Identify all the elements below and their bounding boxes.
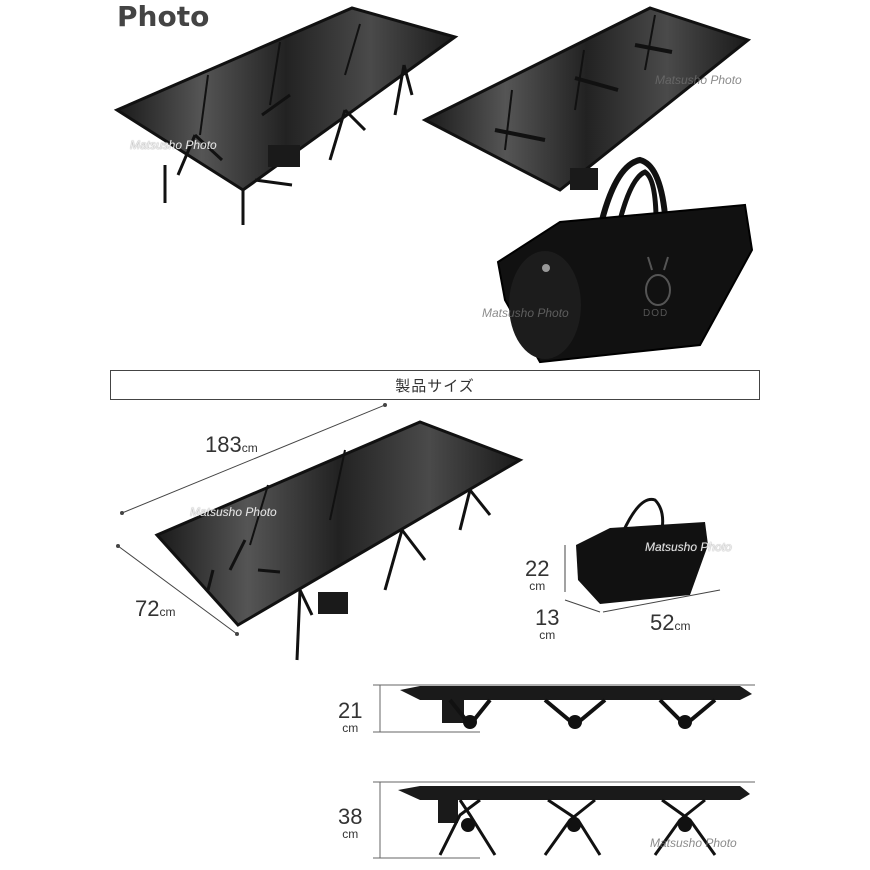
- watermark-3: Matsusho Photo: [482, 306, 569, 320]
- cot-photo-standing: [113, 6, 459, 225]
- dim-bag-depth-value: 13: [535, 605, 560, 630]
- dim-width-value: 72: [135, 596, 160, 621]
- section-header: 製品サイズ: [110, 370, 760, 400]
- dim-high-height-value: 38: [338, 804, 363, 829]
- page-title: Photo: [117, 0, 210, 33]
- cot-side-view-high: [373, 781, 755, 859]
- watermark-2: Matsusho Photo: [655, 73, 742, 87]
- watermark-5: Matsusho Photo: [645, 540, 732, 554]
- cot-side-view-low: [373, 684, 755, 733]
- dim-length: 183cm: [205, 434, 258, 456]
- dim-bag-depth-unit: cm: [539, 628, 556, 642]
- dim-width-unit: cm: [159, 605, 176, 619]
- dim-bag-height-value: 22: [525, 556, 550, 581]
- bag-photo: [496, 156, 754, 364]
- dim-low-height: 21 cm: [338, 698, 363, 735]
- dim-bag-height-unit: cm: [529, 579, 546, 593]
- watermark-1: Matsusho Photo: [130, 138, 217, 152]
- dim-bag-width-unit: cm: [674, 619, 691, 633]
- watermark-6: Matsusho Photo: [650, 836, 737, 850]
- dim-bag-depth: 13 cm: [535, 605, 560, 642]
- dim-width: 72cm: [135, 598, 175, 620]
- dim-bag-width: 52cm: [650, 612, 690, 634]
- bag-dimension-diagram: [564, 497, 721, 613]
- cot-photo-flat: [421, 6, 752, 192]
- dim-length-value: 183: [205, 432, 242, 457]
- dim-low-height-value: 21: [338, 698, 363, 723]
- dod-logo: [645, 256, 671, 306]
- dim-length-unit: cm: [241, 441, 258, 455]
- dim-high-height: 38 cm: [338, 804, 363, 841]
- dim-high-height-unit: cm: [342, 827, 359, 841]
- dim-bag-width-value: 52: [650, 610, 675, 635]
- dim-low-height-unit: cm: [342, 721, 359, 735]
- dim-bag-height: 22 cm: [525, 556, 550, 593]
- watermark-4: Matsusho Photo: [190, 505, 277, 519]
- bag-logo-text: DOD: [643, 308, 669, 319]
- cot-dimension-diagram: [116, 403, 524, 661]
